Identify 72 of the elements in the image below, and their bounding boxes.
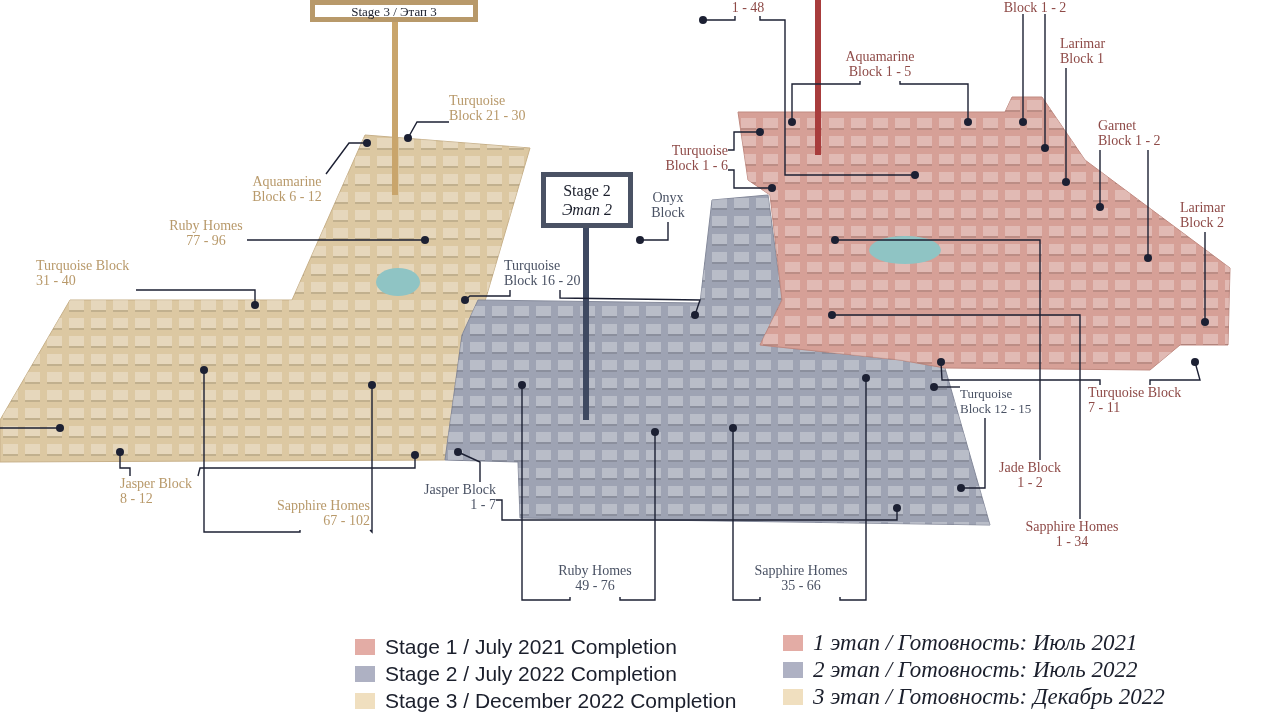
leader-line: [831, 236, 1041, 461]
site-plan-section: [738, 97, 1230, 370]
legend-text: 2 этап / Готовность: Июль 2022: [813, 657, 1138, 683]
leader-line: [1041, 13, 1049, 152]
leader-line: [930, 383, 961, 391]
leader-line: [518, 381, 571, 601]
legend-text: 3 этап / Готовность: Декабрь 2022: [813, 684, 1165, 710]
block-label: Jasper Block 8 - 12: [120, 476, 198, 506]
leader-line: [1144, 149, 1152, 262]
leader-line: [495, 499, 901, 521]
sign-post: [583, 228, 589, 420]
leader-line: [828, 311, 1081, 520]
leader-line: [727, 128, 764, 151]
leader-line: [619, 428, 659, 601]
sign-post: [392, 22, 398, 195]
block-label: Onyx Block: [646, 190, 690, 220]
block-label: Turquoise Block 12 - 15: [960, 386, 1036, 416]
leader-line: [937, 358, 1101, 386]
leader-line: [454, 448, 481, 483]
leader-line: [899, 80, 972, 126]
block-label: Sapphire Homes 35 - 66: [748, 563, 854, 593]
block-label: Aquamarine Block 1 - 5: [840, 49, 920, 79]
legend-text: Stage 3 / December 2022 Completion: [385, 689, 737, 713]
leader-line: [0, 424, 64, 432]
leader-line: [200, 366, 301, 533]
stage-sign: [310, 0, 478, 22]
leader-line: [404, 121, 450, 142]
block-label: Larimar Block 2: [1180, 200, 1230, 230]
leader-line: [957, 417, 986, 492]
leader-line: [759, 15, 919, 179]
legend-text: Stage 1 / July 2021 Completion: [385, 635, 677, 659]
sign-post: [815, 0, 821, 155]
block-label: Garnet Block 1 - 2: [1098, 118, 1170, 148]
leader-line: [729, 424, 761, 601]
leader-line: [135, 289, 259, 309]
leader-line: [116, 448, 131, 477]
leader-line: [246, 236, 429, 244]
leader-line: [839, 374, 870, 601]
leader-line: [636, 221, 669, 244]
stage-sign: [541, 172, 633, 228]
leader-line: [788, 80, 861, 126]
leader-line: [727, 169, 776, 192]
block-label: Aquamarine Block 6 - 12: [248, 174, 326, 204]
block-label: Turquoise Block 1 - 6: [656, 143, 728, 173]
leader-line: [197, 451, 419, 477]
sign-text: Этап 2: [561, 200, 613, 219]
leader-line: [1149, 358, 1201, 386]
leader-line: [1062, 67, 1070, 186]
sign-text: Stage 2: [563, 181, 611, 200]
block-label: 1 - 48: [728, 0, 768, 15]
leader-line: [368, 381, 376, 534]
leader-line: [461, 289, 511, 304]
block-label: Sapphire Homes 67 - 102: [268, 498, 370, 528]
block-label: Ruby Homes 49 - 76: [552, 563, 638, 593]
leader-line: [559, 289, 701, 319]
block-label: Block 1 - 2: [998, 0, 1072, 15]
legend-text: Stage 2 / July 2022 Completion: [385, 662, 677, 686]
block-label: Jade Block 1 - 2: [996, 460, 1064, 490]
block-label: Turquoise Block 21 - 30: [449, 93, 531, 123]
block-label: Turquoise Block 31 - 40: [36, 258, 136, 288]
block-label: Jasper Block 1 - 7: [420, 482, 496, 512]
block-label: Sapphire Homes 1 - 34: [1022, 519, 1122, 549]
sign-text: Stage 3 / Этап 3: [351, 4, 437, 18]
block-label: Larimar Block 1: [1060, 36, 1120, 66]
leader-line: [1019, 13, 1027, 126]
leader-line: [1096, 149, 1104, 211]
block-label: Turquoise Block 7 - 11: [1088, 385, 1184, 415]
leader-line: [699, 15, 736, 24]
leader-line: [325, 139, 371, 175]
legend-text: 1 этап / Готовность: Июль 2021: [813, 630, 1138, 656]
block-label: Ruby Homes 77 - 96: [165, 218, 247, 248]
block-label: Turquoise Block 16 - 20: [504, 258, 586, 288]
